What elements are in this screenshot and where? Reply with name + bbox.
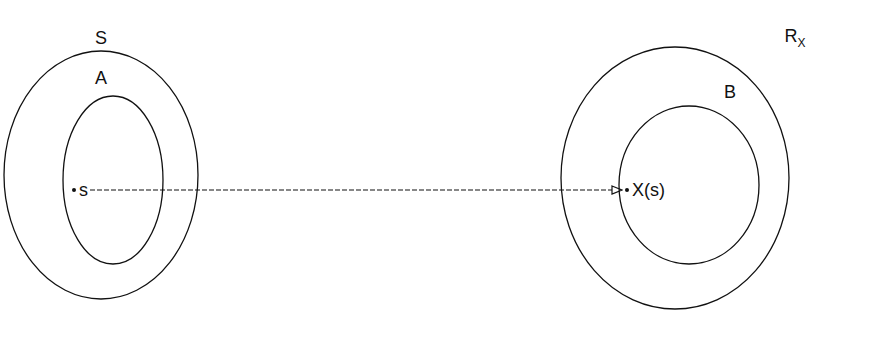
set-label: A (95, 69, 107, 87)
set-label: B (724, 83, 736, 101)
set-ellipse (63, 96, 163, 264)
set-outline (560, 46, 790, 310)
set-outline (3, 50, 199, 300)
set-outline (62, 95, 164, 265)
set-label: RX (784, 27, 805, 45)
image-point: X(s) (622, 179, 667, 201)
point-dot (72, 188, 76, 192)
set-ellipse (619, 106, 759, 264)
mapping-arrow (90, 189, 622, 190)
set-label: s (79, 181, 88, 199)
range-space: X(s)BRX (560, 46, 790, 310)
image-set: X(s)B (618, 105, 760, 265)
set-ellipse (561, 47, 789, 309)
set-label: S (95, 29, 107, 47)
set-ellipse (4, 51, 198, 299)
set-label: X(s) (632, 181, 665, 199)
event-set: sA (62, 95, 164, 265)
point-dot (625, 188, 629, 192)
sample-space: sAS (3, 50, 199, 300)
sample-point: s (69, 179, 90, 201)
